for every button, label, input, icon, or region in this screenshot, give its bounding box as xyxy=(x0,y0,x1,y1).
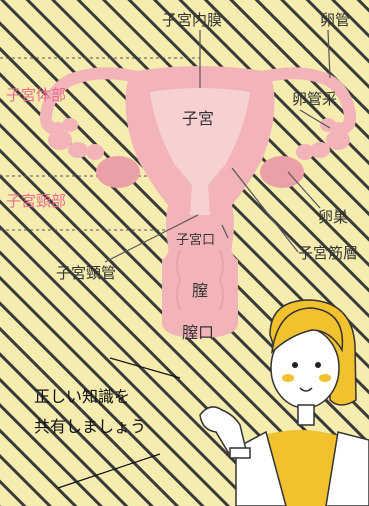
left-fallopian-tube xyxy=(39,67,156,135)
speech-line-2: 共有しましょう xyxy=(34,417,147,437)
label-vaginal-opening: 膣口 xyxy=(182,323,215,342)
eye-right xyxy=(315,362,321,368)
label-cervical-canal: 子宮頸管 xyxy=(56,264,117,282)
leader-lines xyxy=(104,29,331,263)
speech-text: 正しい知識を 共有しましょう xyxy=(34,382,146,443)
speech-strokes xyxy=(57,357,181,489)
uterus-anatomy xyxy=(39,29,357,338)
speech-line-1: 正しい知識を xyxy=(34,387,131,406)
right-fallopian-tube xyxy=(244,67,357,135)
eye-left xyxy=(292,362,298,368)
neck xyxy=(297,404,315,426)
label-endometrium: 子宮内膜 xyxy=(162,11,223,29)
label-uterine-body: 子宮体部 xyxy=(6,86,67,104)
right-fimbriae xyxy=(296,118,350,160)
vagina xyxy=(162,245,238,338)
label-uterus: 子宮 xyxy=(182,109,215,128)
hair-bangs xyxy=(270,307,344,355)
label-fimbriae: 卵管采 xyxy=(292,90,338,108)
cervical-canal-inner xyxy=(190,185,210,215)
cheek-right xyxy=(319,374,331,382)
cervix xyxy=(166,205,234,245)
right-ovary xyxy=(260,156,304,188)
endometrium xyxy=(150,88,250,185)
label-fallopian-tube: 卵管 xyxy=(320,11,351,29)
label-cervix-part: 子宮頸部 xyxy=(6,192,67,210)
left-fimbriae xyxy=(48,118,104,160)
wristband xyxy=(229,447,251,459)
character xyxy=(199,299,369,506)
label-os: 子宮口 xyxy=(176,233,216,248)
mouth xyxy=(299,387,313,392)
left-ovary xyxy=(96,156,140,188)
label-vagina: 膣 xyxy=(192,281,209,300)
vagina-wall xyxy=(176,249,224,311)
label-ovary: 卵巣 xyxy=(318,208,349,226)
coat-right xyxy=(325,431,369,506)
cheek-left xyxy=(282,374,294,382)
label-myometrium: 子宮筋層 xyxy=(298,244,359,262)
